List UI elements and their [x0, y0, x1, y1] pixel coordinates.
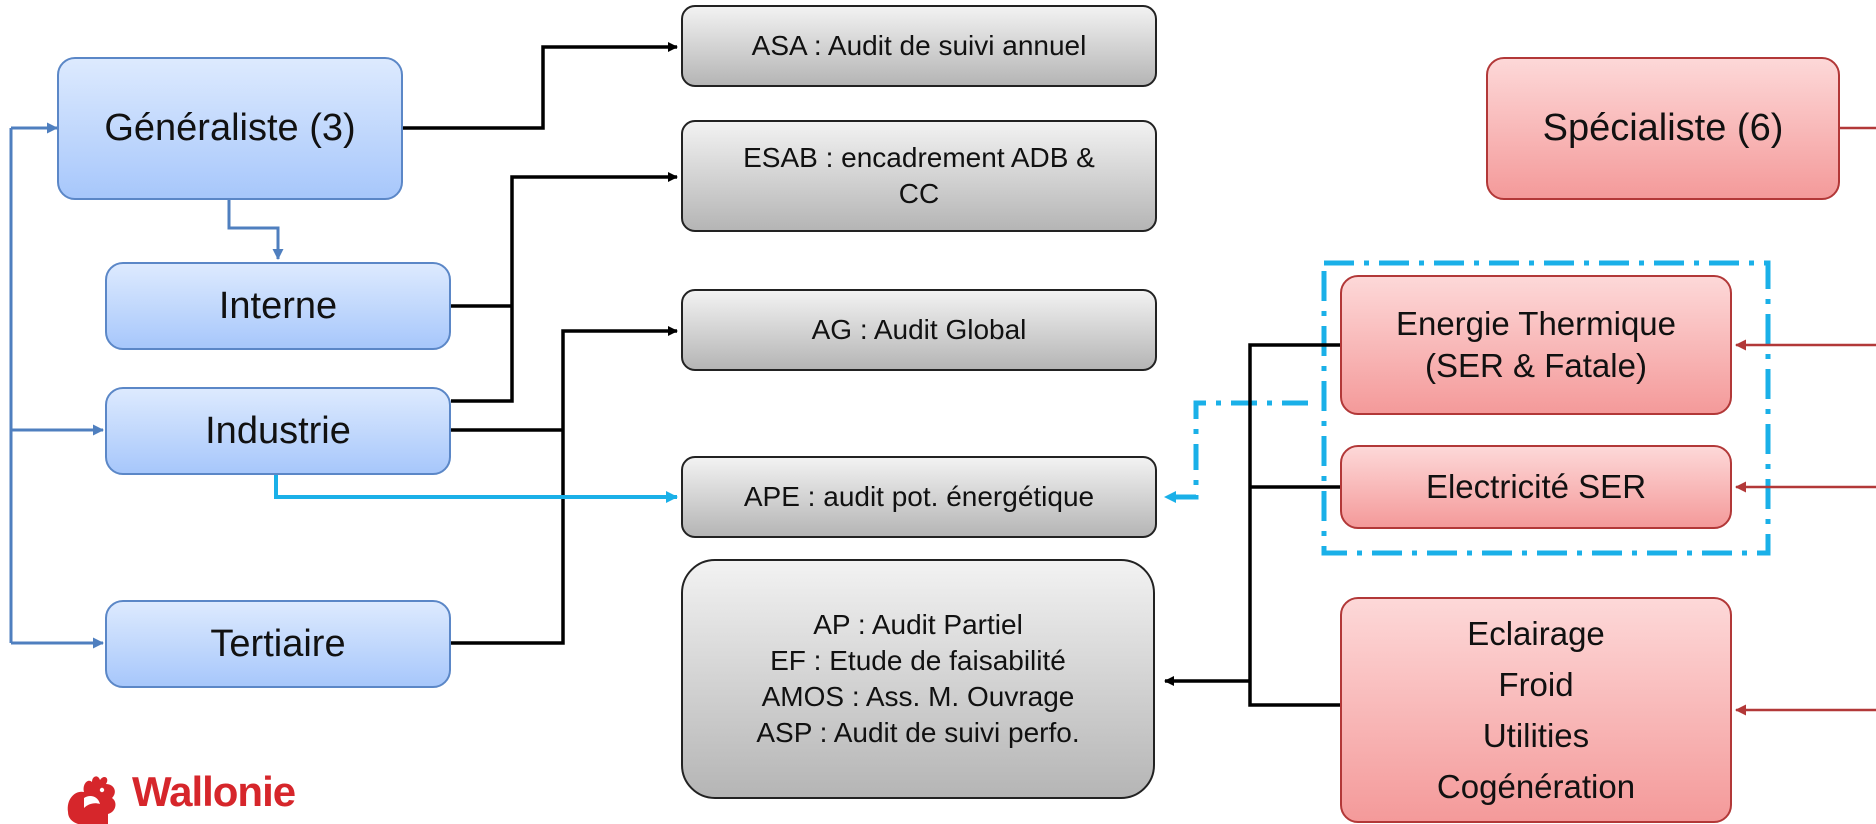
specialiste-box: Spécialiste (6) [1486, 57, 1840, 200]
industrie-ape-connector [274, 475, 678, 503]
ap-label: AP : Audit Partiel [813, 609, 1023, 641]
wallonie-logo: Wallonie [62, 768, 295, 824]
thermal-electric-group-frame [1321, 260, 1771, 556]
tertiaire-box: Tertiaire [105, 600, 451, 688]
energie-label-line-1: Energie Thermique [1395, 304, 1677, 342]
generaliste-label: Généraliste (3) [104, 107, 356, 150]
esab-label-line-1: ESAB : encadrement ADB & [743, 142, 1095, 174]
asa-label: ASA : Audit de suivi annuel [751, 30, 1087, 62]
energie-thermique-box: Energie Thermique (SER & Fatale) [1340, 275, 1732, 415]
esab-label-line-2: CC [898, 178, 940, 209]
asp-label: ASP : Audit de suivi perfo. [756, 716, 1080, 748]
multi-audit-box: AP : Audit Partiel EF : Etude de faisabi… [681, 559, 1155, 799]
blue-connectors [9, 122, 284, 649]
black-connectors [403, 42, 678, 645]
interne-box: Interne [105, 262, 451, 350]
logo-text: Wallonie [132, 768, 296, 815]
ef-label: EF : Etude de faisabilité [770, 645, 1066, 677]
ape-label: APE : audit pot. énergétique [743, 481, 1095, 513]
group-ape-dashed-connector [1164, 400, 1308, 503]
ape-box: APE : audit pot. énergétique [681, 456, 1157, 538]
ag-label: AG : Audit Global [811, 314, 1027, 346]
red-connectors [1735, 126, 1876, 716]
industrie-label: Industrie [205, 409, 351, 452]
other-specialties-box: Eclairage Froid Utilities Cogénération [1340, 597, 1732, 823]
generaliste-box: Généraliste (3) [57, 57, 403, 200]
specialiste-label: Spécialiste (6) [1542, 107, 1784, 150]
electricite-label: Electricité SER [1425, 467, 1647, 505]
energie-label-line-2: (SER & Fatale) [1425, 347, 1647, 384]
cogeneration-label: Cogénération [1436, 768, 1636, 806]
rooster-icon [67, 776, 116, 824]
froid-label: Froid [1498, 665, 1574, 703]
asa-box: ASA : Audit de suivi annuel [681, 5, 1157, 87]
esab-box: ESAB : encadrement ADB & CC [681, 120, 1157, 232]
interne-label: Interne [218, 284, 338, 327]
ag-box: AG : Audit Global [681, 289, 1157, 371]
eclairage-label: Eclairage [1467, 614, 1605, 652]
utilities-label: Utilities [1482, 717, 1590, 754]
amos-label: AMOS : Ass. M. Ouvrage [761, 681, 1075, 712]
tertiaire-label: Tertiaire [210, 622, 346, 665]
industrie-box: Industrie [105, 387, 451, 475]
electricite-ser-box: Electricité SER [1340, 445, 1732, 529]
specialist-bracket [1164, 343, 1340, 707]
